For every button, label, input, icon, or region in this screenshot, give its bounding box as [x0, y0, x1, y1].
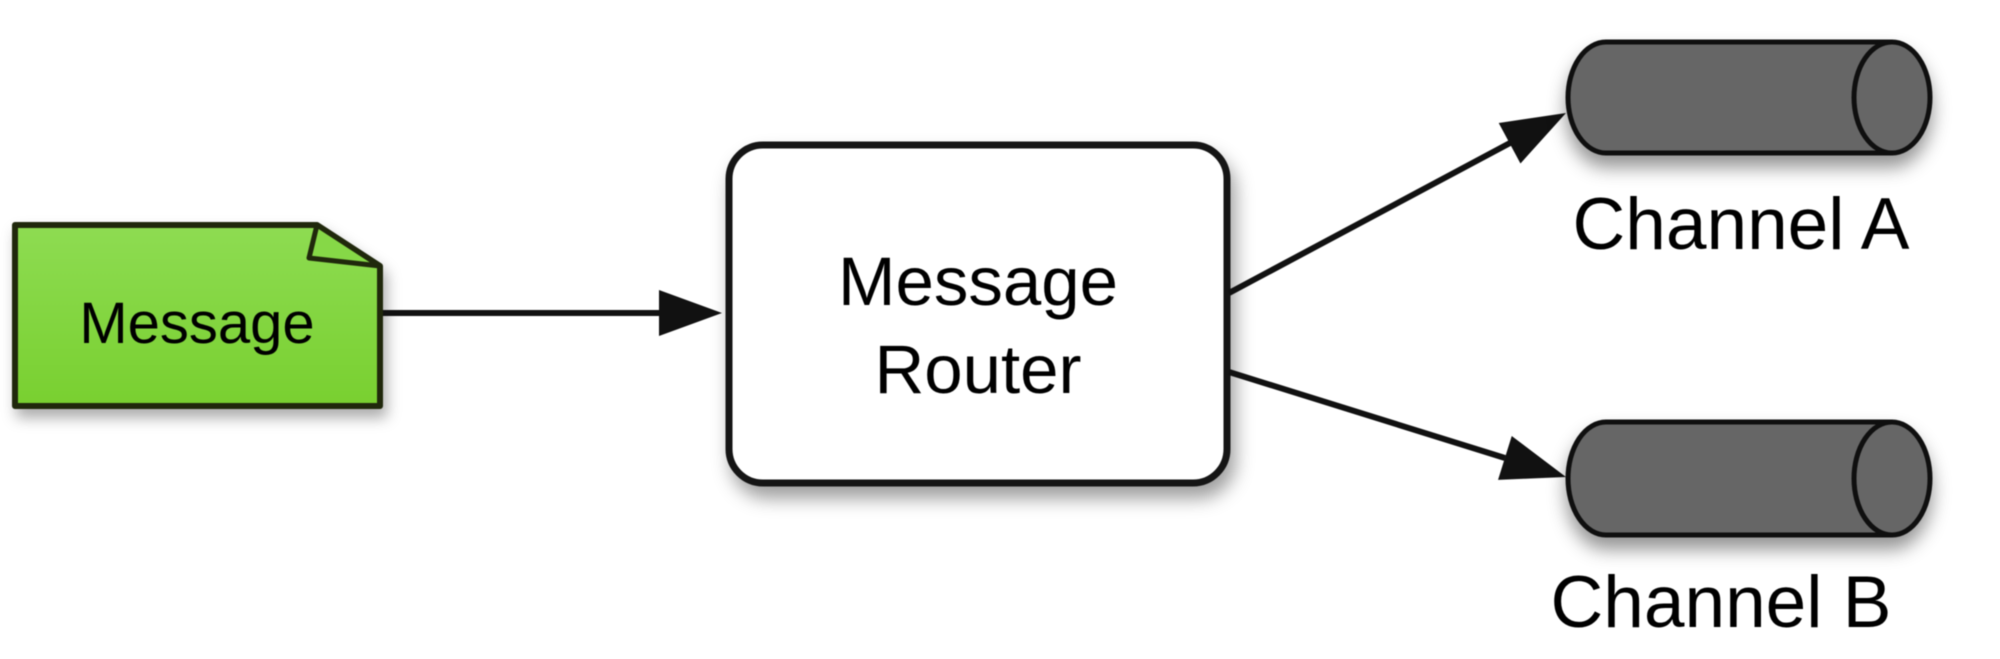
channel-a-node — [1565, 39, 1933, 156]
channel-b-label: Channel B — [1551, 562, 1892, 643]
channel-a-pipe-face — [1851, 39, 1933, 156]
arrowhead-icon — [1498, 436, 1566, 480]
message-node: Message — [12, 222, 383, 409]
message-node-label: Message — [79, 291, 314, 356]
edge-router-to-channel-a — [1227, 113, 1566, 296]
channel-a-pipe-body — [1565, 39, 1892, 156]
edge-router-to-channel-b — [1228, 369, 1566, 480]
edge-message-to-router — [383, 290, 722, 336]
message-note-fold — [306, 222, 383, 269]
message-router-label-line2: Router — [874, 331, 1081, 408]
message-router-box — [725, 141, 1231, 487]
edge-line — [1227, 140, 1512, 296]
arrowhead-icon — [659, 290, 722, 336]
channel-b-pipe-body — [1565, 419, 1892, 538]
message-note-shape — [12, 222, 383, 409]
channel-a-label: Channel A — [1573, 184, 1910, 265]
message-router-label-line1: Message — [838, 243, 1118, 320]
edge-line — [1228, 369, 1506, 461]
channel-b-node — [1565, 419, 1933, 538]
arrowhead-icon — [1498, 113, 1566, 164]
channel-b-pipe-face — [1851, 419, 1933, 538]
message-router-node: Message Router — [725, 141, 1231, 487]
